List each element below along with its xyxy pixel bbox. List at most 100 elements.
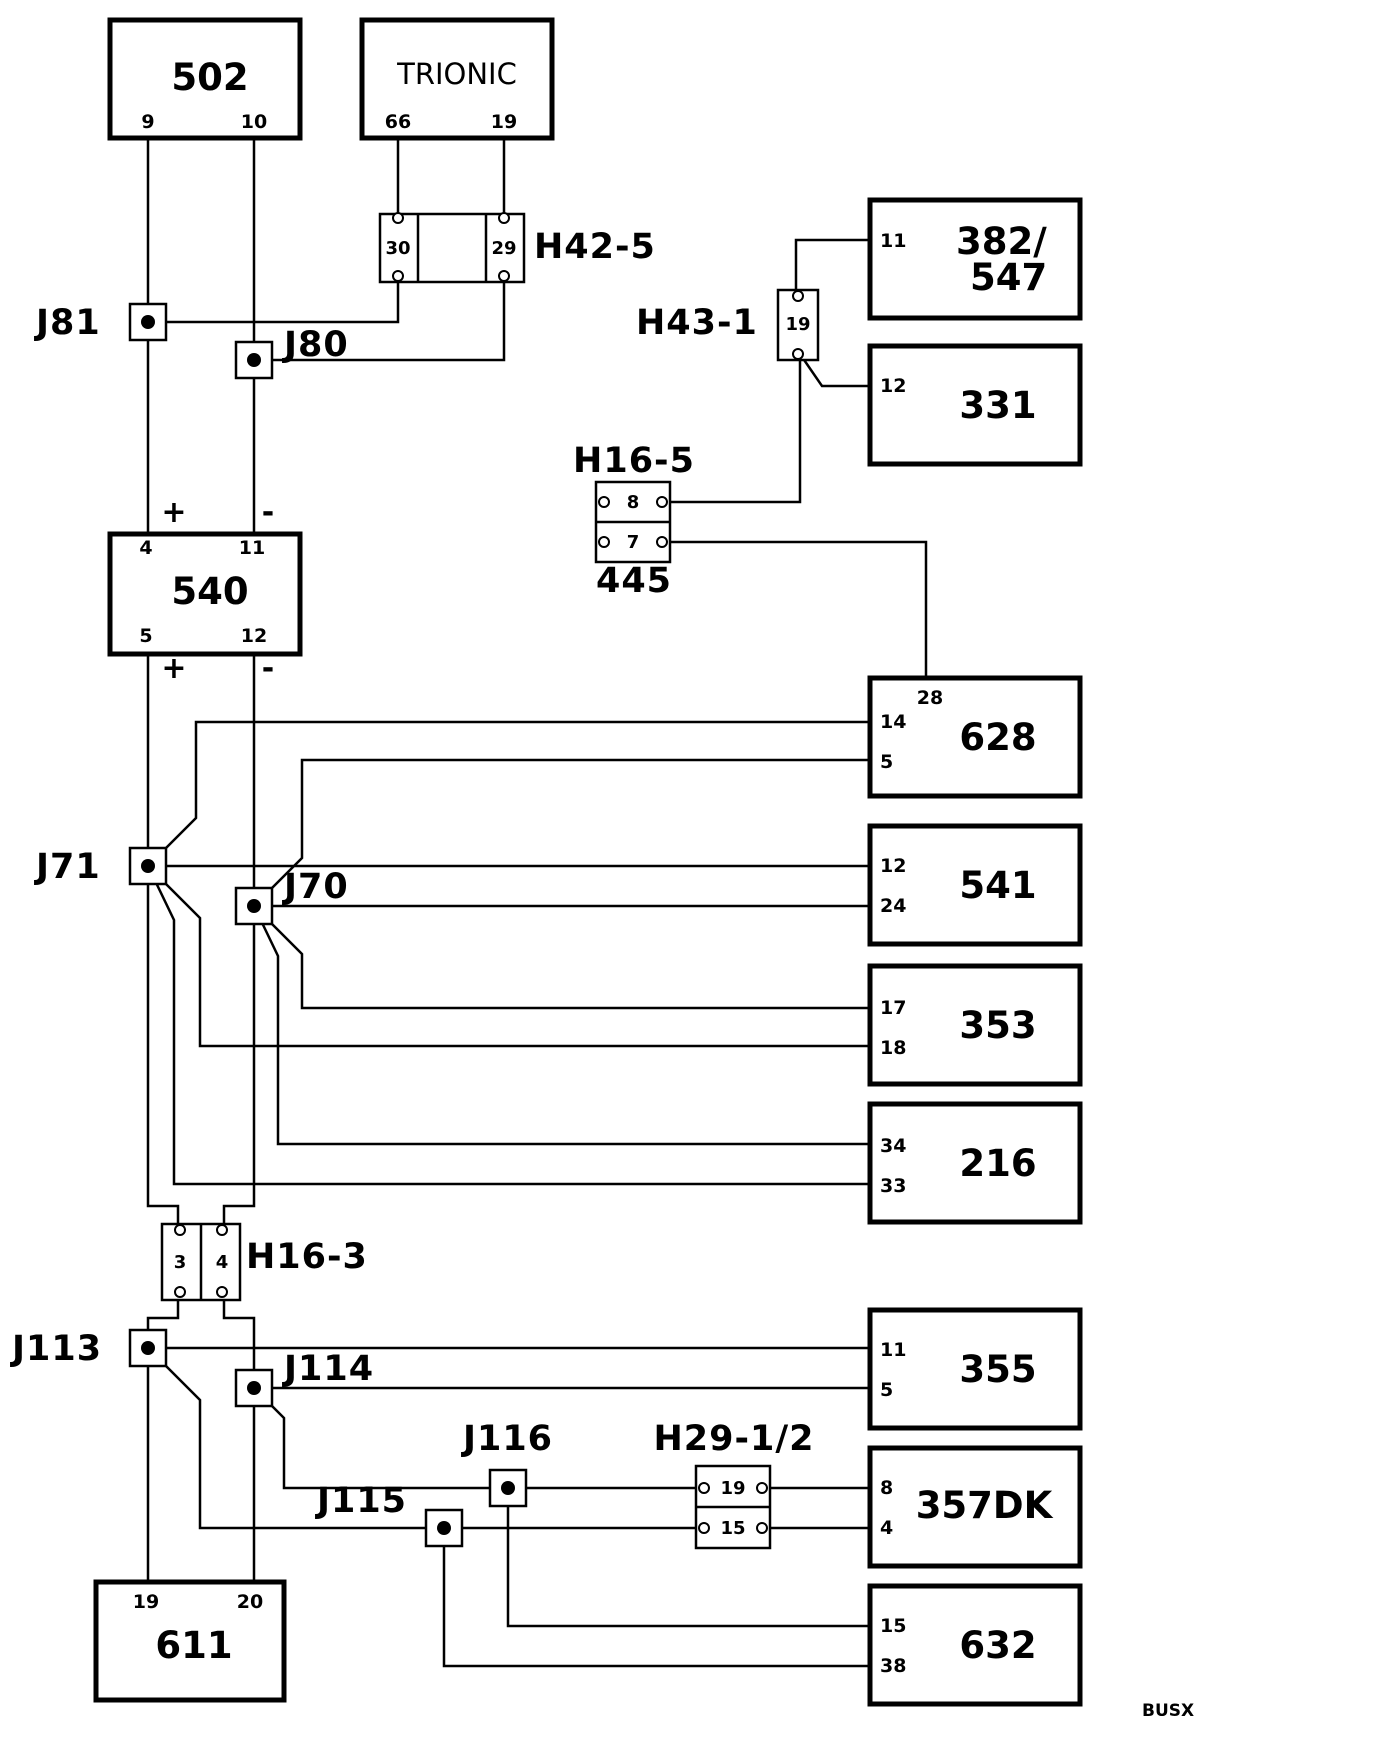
connector-h16-3-label: H16-3: [246, 1237, 368, 1277]
component-632-label: 632: [959, 1624, 1036, 1667]
component-382-547: 11 382/ 547: [867, 197, 1083, 321]
connector-h42-5-pin-29: 29: [491, 238, 516, 259]
component-357dk-pin-8: 8: [880, 1477, 893, 1499]
component-355-pin-11: 11: [880, 1339, 906, 1361]
connector-h16-3: 3 4 H16-3: [160, 1222, 368, 1302]
component-216-pin-33: 33: [880, 1175, 906, 1197]
junction-j116: J116: [461, 1419, 553, 1508]
junction-j116-label: J116: [461, 1419, 553, 1459]
connector-h16-3-pin-4: 4: [216, 1252, 229, 1273]
component-357dk-label: 357DK: [916, 1484, 1054, 1527]
component-611-pin-20: 20: [237, 1591, 263, 1613]
component-355-pin-5: 5: [880, 1379, 893, 1401]
junction-j70-label: J70: [282, 867, 349, 907]
component-628: 28 14 5 628: [867, 675, 1083, 799]
wire-j116-to-632-15: [506, 1488, 870, 1628]
component-540-pin-11: 11: [239, 537, 265, 559]
junction-j115-label: J115: [315, 1481, 407, 1521]
connector-h16-3-pin-3: 3: [174, 1252, 187, 1273]
connector-h16-5-pin-7: 7: [627, 532, 640, 553]
junction-j81: J81: [34, 302, 168, 343]
junction-j71: J71: [34, 846, 168, 887]
wire-j113-to-j115: [147, 1347, 700, 1530]
junction-j71-label: J71: [34, 847, 101, 887]
component-632: 15 38 632: [867, 1583, 1083, 1707]
wire-h43-to-331: [798, 353, 870, 388]
component-355-label: 355: [959, 1348, 1036, 1391]
component-216-pin-34: 34: [880, 1135, 906, 1157]
component-628-pin-14: 14: [880, 711, 906, 733]
wire-j70-to-353-17: [253, 905, 870, 1010]
diagram-code: BUSX: [1142, 1701, 1194, 1721]
component-540-pin-12: 12: [241, 625, 267, 647]
component-trionic-label: TRIONIC: [396, 57, 517, 91]
junction-j80-label: J80: [282, 325, 349, 365]
junction-j114: J114: [234, 1349, 373, 1408]
wire-h43-to-h16-5: [664, 354, 802, 504]
wire-540-12-down: [222, 654, 256, 1228]
wire-j115-to-632-38: [442, 1528, 870, 1668]
connector-h43-1-pin-19: 19: [785, 314, 810, 335]
wires: [146, 126, 928, 1668]
component-216: 34 33 216: [867, 1101, 1083, 1225]
connector-h29-label: H29-1/2: [653, 1419, 814, 1459]
component-353-label: 353: [959, 1004, 1036, 1047]
polarity-minus-top: -: [262, 495, 274, 530]
wire-j70-to-628-5: [253, 758, 870, 907]
wire-h42-29-to-j80: [254, 278, 506, 362]
component-353: 17 18 353: [867, 963, 1083, 1087]
connector-h29-pin-19: 19: [720, 1478, 745, 1499]
component-541-label: 541: [959, 864, 1036, 907]
junction-j113-label: J113: [10, 1329, 102, 1369]
component-502-pin-9: 9: [141, 111, 154, 133]
component-355: 11 5 355: [867, 1307, 1083, 1431]
component-trionic-pin-66: 66: [385, 111, 411, 133]
wire-j70-to-216-34: [252, 905, 870, 1146]
connector-h42-5-pin-30: 30: [385, 238, 410, 259]
connector-h16-5-sublabel: 445: [596, 561, 672, 601]
wire-540-5-down: [146, 654, 180, 1228]
connector-h43-1: 19 H43-1: [636, 288, 820, 362]
component-628-pin-5: 5: [880, 751, 893, 773]
junction-j81-label: J81: [34, 303, 101, 343]
component-357dk-pin-4: 4: [880, 1517, 893, 1539]
component-331: 12 331: [867, 343, 1083, 467]
connector-h16-5-pin-8: 8: [627, 492, 640, 513]
junction-j70: J70: [234, 867, 349, 926]
component-540-label: 540: [171, 570, 248, 613]
component-628-pin-28: 28: [917, 687, 943, 709]
wire-h16-3-3-down: [146, 1296, 180, 1582]
wire-j71-to-628-14: [147, 720, 870, 867]
component-541-pin-12: 12: [880, 855, 906, 877]
component-611-label: 611: [155, 1624, 232, 1667]
component-632-pin-15: 15: [880, 1615, 906, 1637]
component-611: 19 20 611: [93, 1579, 287, 1703]
component-541-pin-24: 24: [880, 895, 906, 917]
component-357dk: 8 4 357DK: [867, 1445, 1083, 1569]
wire-h42-30-to-j81: [148, 278, 400, 324]
component-632-pin-38: 38: [880, 1655, 906, 1677]
connector-h16-5: 8 7 H16-5 445: [573, 441, 695, 601]
wire-j71-to-216-33: [146, 865, 870, 1186]
component-382-label-line1: 382/: [956, 220, 1047, 263]
wire-h16-5-7-to-628: [664, 540, 928, 678]
junction-j115: J115: [315, 1481, 464, 1548]
connector-h42-5: 30 29 H42-5: [378, 212, 656, 284]
component-353-pin-18: 18: [880, 1037, 906, 1059]
component-540-pin-4: 4: [139, 537, 152, 559]
connector-h42-5-label: H42-5: [534, 227, 656, 267]
junction-j80: J80: [234, 325, 349, 380]
connector-h43-1-label: H43-1: [636, 303, 758, 343]
polarity-plus-top: +: [161, 495, 186, 530]
component-502-label: 502: [171, 56, 248, 99]
component-628-label: 628: [959, 716, 1036, 759]
wire-j71-to-353-18: [147, 865, 870, 1048]
component-541: 12 24 541: [867, 823, 1083, 947]
component-trionic: TRIONIC 66 19: [359, 17, 555, 141]
connector-h16-5-label: H16-5: [573, 441, 695, 481]
component-331-pin-12: 12: [880, 375, 906, 397]
connector-h29-pin-15: 15: [720, 1518, 745, 1539]
component-382-pin-11: 11: [880, 230, 906, 252]
wire-h43-to-382: [794, 238, 870, 296]
connector-h29: 19 15 H29-1/2: [653, 1419, 814, 1550]
